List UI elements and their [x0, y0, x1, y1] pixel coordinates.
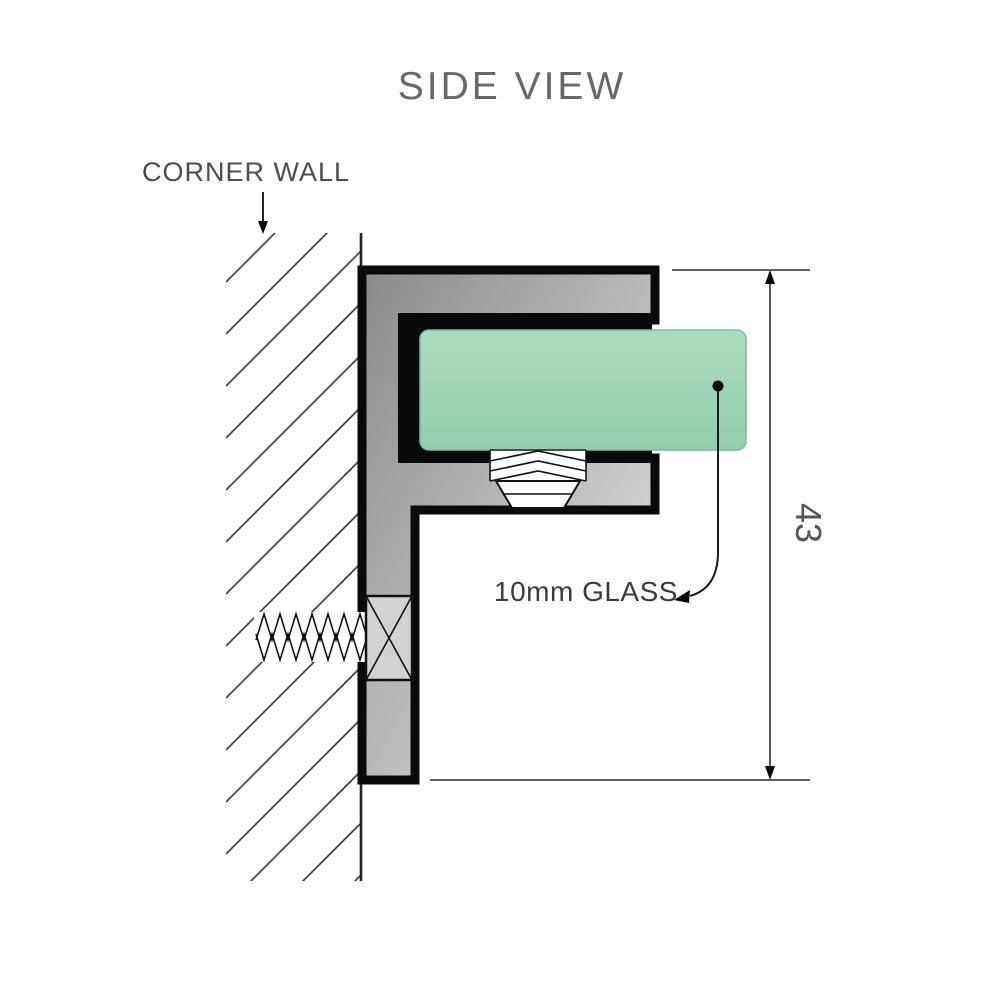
diagram-title: SIDE VIEW: [398, 65, 627, 108]
dimension-43: 43: [430, 269, 829, 781]
dimension-arrow-top: [765, 270, 775, 284]
glass-panel: [419, 329, 747, 451]
grub-screw: [489, 449, 587, 509]
glass-leader-dot: [712, 380, 724, 392]
glass-leader-arrow: [674, 590, 690, 603]
wall-screw-threads: [254, 611, 369, 663]
corner-wall-label: CORNER WALL: [142, 157, 350, 187]
wall-screw-head: [364, 594, 414, 682]
dimension-arrow-bottom: [765, 766, 775, 780]
dimension-value: 43: [788, 503, 829, 543]
glass-leader-line: [689, 391, 719, 597]
glass-callout: 10mm GLASS: [494, 380, 724, 607]
bracket-profile: [357, 265, 660, 785]
corner-wall-arrow: [258, 192, 268, 234]
wall-hatching: [226, 233, 361, 881]
glass-label: 10mm GLASS: [494, 576, 678, 607]
